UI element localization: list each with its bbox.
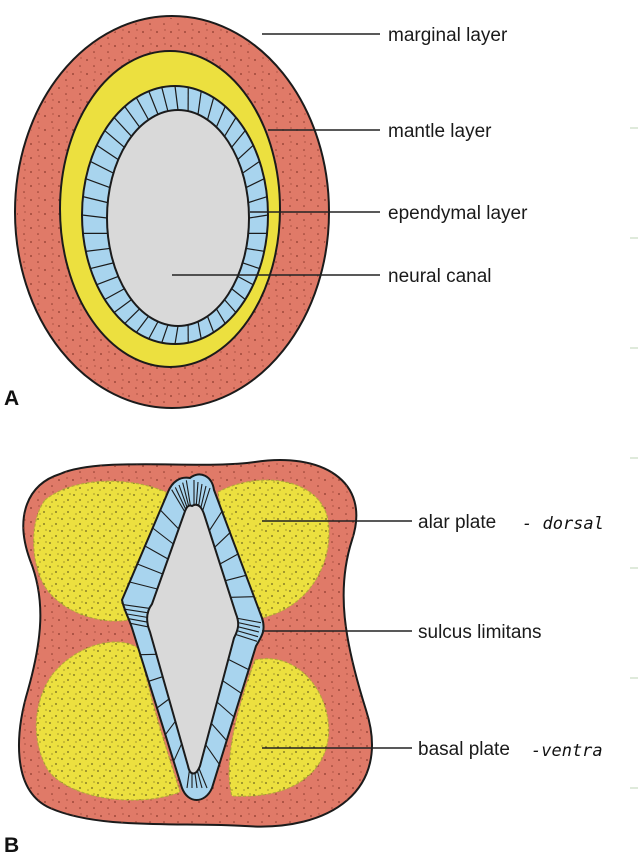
ependymal-cell-divider <box>135 97 150 121</box>
ependymal-cell-divider <box>104 130 125 148</box>
edge-marks <box>630 127 638 789</box>
sulcus-limitans-label: sulcus limitans <box>418 622 542 643</box>
ependymal-cell-divider <box>248 214 269 219</box>
ependymal-cell-divider <box>85 247 110 252</box>
ependymal-cell-divider <box>222 680 242 694</box>
ependymal-cell-divider <box>156 698 170 709</box>
alar-plate-note: - dorsal <box>522 514 604 534</box>
ependymal-cell-divider <box>148 676 163 682</box>
basal-plate-note: -ventra <box>531 741 603 761</box>
ependymal-cell-divider <box>174 85 179 111</box>
ependymal-cell-divider <box>148 91 159 115</box>
ependymal-cell-divider <box>113 299 132 313</box>
ependymal-cell-divider <box>234 625 260 633</box>
ependymal-cell-divider <box>208 511 223 531</box>
panel-a-letter: A <box>4 387 19 410</box>
ependymal-cell-divider <box>135 315 149 333</box>
ependymal-cell-divider <box>223 117 237 137</box>
ependymal-cell-divider <box>90 160 114 174</box>
ependymal-cell-divider <box>152 527 174 545</box>
ependymal-cell-divider <box>81 214 108 219</box>
ependymal-cell-divider <box>242 262 260 270</box>
basal-plate-right-dots <box>229 658 329 797</box>
ependymal-cell-divider <box>174 487 188 512</box>
ependymal-cell-divider <box>219 553 239 565</box>
ependymal-cell-divider <box>245 178 265 189</box>
neural-canal-shape-b <box>146 503 240 775</box>
ependymal-cell-divider <box>231 288 246 300</box>
ependymal-cell-divider <box>228 658 249 671</box>
ependymal-cell-divider <box>182 482 190 509</box>
ependymal-cell-divider <box>235 621 261 628</box>
ependymal-cells-b <box>123 480 262 789</box>
ependymal-cell-divider <box>185 480 192 508</box>
ependymal-cell-divider <box>242 160 260 174</box>
ependymal-cell-divider <box>113 117 132 137</box>
ependymal-cell-divider <box>159 509 180 530</box>
ependymal-cell-divider <box>234 629 259 638</box>
ependymal-cell-divider <box>96 144 119 161</box>
ependymal-cell-divider <box>237 275 254 286</box>
ependymal-cell-divider <box>144 545 169 560</box>
mantle-layer-label: mantle layer <box>388 121 492 142</box>
ependymal-cell-divider <box>130 622 151 628</box>
ependymal-cell-divider <box>82 196 108 204</box>
ependymal-cell-divider <box>124 308 141 324</box>
ependymal-cell-divider <box>90 262 114 270</box>
ependymal-cell-divider <box>234 633 258 642</box>
ependymal-cell-divider <box>104 288 125 301</box>
ependymal-cell-divider <box>124 106 141 128</box>
ependymal-cell-divider <box>246 247 265 252</box>
ependymal-cell-divider <box>173 743 183 762</box>
ependymal-cell-divider <box>137 563 163 575</box>
alar-plate-label: alar plate <box>418 512 496 533</box>
ependymal-cell-divider <box>237 144 254 161</box>
ependymal-cell-divider <box>230 596 255 598</box>
panel-a: marginal layer mantle layer ependymal la… <box>4 15 528 410</box>
basal-plate-left-dots <box>36 642 180 801</box>
ependymal-layer-label: ependymal layer <box>388 203 528 224</box>
ependymal-cell-divider <box>161 87 169 112</box>
ependymal-cell-divider <box>178 484 189 511</box>
ependymal-cell-divider <box>215 106 226 128</box>
ependymal-cell-divider <box>197 765 208 789</box>
ependymal-cell-divider <box>215 308 226 324</box>
ependymal-cell-divider <box>164 721 176 735</box>
panel-b: alar plate - dorsal sulcus limitans basa… <box>4 459 604 857</box>
ependymal-cell-divider <box>85 178 111 189</box>
ependymal-cell-divider <box>148 321 159 340</box>
ependymal-cell-divider <box>123 604 152 610</box>
ependymal-cell-divider <box>201 487 211 513</box>
ependymal-cell-divider <box>205 744 220 765</box>
ependymal-cell-divider <box>129 581 158 590</box>
ependymal-cell-divider <box>224 299 237 313</box>
panel-b-letter: B <box>4 834 19 857</box>
ependymal-cell-divider <box>174 325 179 345</box>
ependymal-cell-divider <box>248 196 268 204</box>
ependymal-cell-divider <box>161 324 169 343</box>
marginal-layer-label: marginal layer <box>388 25 508 46</box>
ependymal-cell-divider <box>171 489 186 513</box>
ependymal-cell-divider <box>206 316 215 333</box>
ependymal-cell-divider <box>197 321 202 339</box>
ependymal-cell-divider <box>214 532 231 548</box>
ependymal-cell-divider <box>197 91 202 115</box>
ependymal-cell-divider <box>231 130 246 148</box>
ependymal-cells <box>81 85 269 345</box>
ependymal-cell-divider <box>206 97 215 120</box>
ependymal-cell-divider <box>216 701 235 718</box>
basal-plate-label: basal plate <box>418 739 510 760</box>
neural-canal-label: neural canal <box>388 266 492 287</box>
neural-canal-shape <box>106 109 250 327</box>
ependymal-cell-divider <box>225 574 247 582</box>
ependymal-cell-divider <box>210 722 228 742</box>
ependymal-cell-divider <box>235 617 262 624</box>
ependymal-cell-divider <box>96 275 119 286</box>
